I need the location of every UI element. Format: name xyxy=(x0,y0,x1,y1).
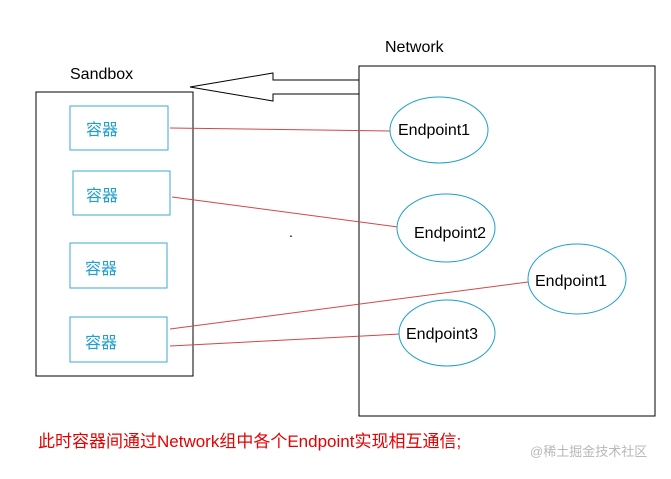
link-line-4 xyxy=(169,333,401,347)
endpoint-ellipse-3 xyxy=(398,299,496,367)
link-line-3 xyxy=(169,281,529,330)
stray-dot: . xyxy=(289,224,293,240)
container-label-1: 容器 xyxy=(86,121,118,139)
link-line-2 xyxy=(171,196,399,228)
endpoint-ellipse-2 xyxy=(396,193,496,263)
container-label-2: 容器 xyxy=(86,187,118,205)
network-title: Network xyxy=(385,39,445,56)
network-box xyxy=(358,65,656,417)
link-line-1 xyxy=(169,127,392,132)
sandbox-box xyxy=(35,91,194,377)
endpoint-ellipse-outside xyxy=(527,243,627,315)
endpoint-label-outside: Endpoint1 xyxy=(535,273,607,290)
endpoint-label-3: Endpoint3 xyxy=(406,326,478,343)
container-box-2 xyxy=(72,170,171,216)
endpoint-label-1: Endpoint1 xyxy=(398,122,470,139)
watermark-text: @稀土掘金技术社区 xyxy=(530,444,647,459)
container-box-1 xyxy=(69,105,169,151)
container-label-4: 容器 xyxy=(85,334,117,352)
sandbox-title: Sandbox xyxy=(70,66,133,83)
arrow-network-to-sandbox xyxy=(189,72,360,102)
container-box-4 xyxy=(69,316,168,363)
endpoint-label-2: Endpoint2 xyxy=(414,225,486,242)
container-label-3: 容器 xyxy=(85,260,117,278)
endpoint-ellipse-1 xyxy=(389,96,489,164)
container-box-3 xyxy=(69,242,168,289)
caption-text: 此时容器间通过Network组中各个Endpoint实现相互通信; xyxy=(38,432,461,451)
